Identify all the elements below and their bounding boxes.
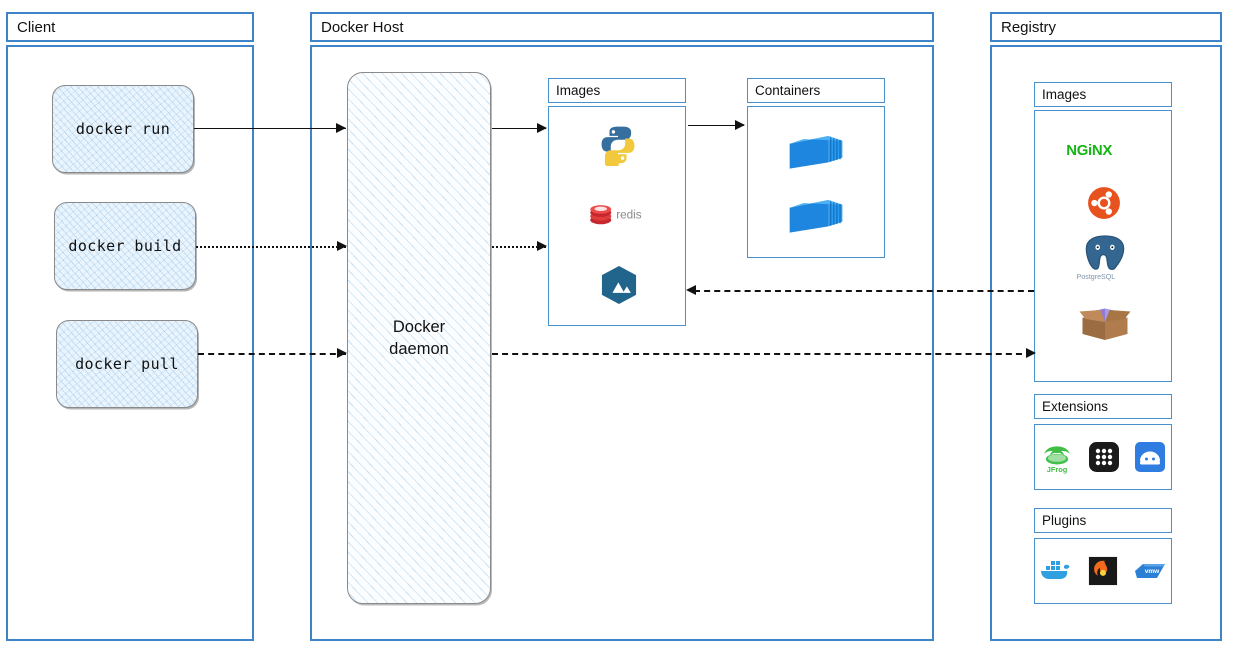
nginx-icon: NGiNX xyxy=(1066,142,1112,159)
command-label: docker build xyxy=(68,237,182,255)
registry-image-item[interactable] xyxy=(1074,296,1136,348)
registry-panel-title: Registry xyxy=(990,12,1222,42)
registry-image-item[interactable]: NGiNX xyxy=(1064,136,1144,164)
package-box-icon xyxy=(1079,308,1131,340)
grid-dots-icon[interactable] xyxy=(1088,441,1120,473)
host-image-item[interactable]: redis xyxy=(588,198,658,232)
svg-text:JFrog: JFrog xyxy=(1047,465,1068,474)
host-containers-label: Containers xyxy=(755,83,821,98)
host-images-label: Images xyxy=(556,83,601,98)
arrowhead-images-to-containers xyxy=(735,120,745,130)
arrowhead-registry-to-images xyxy=(686,285,696,295)
registry-plugins-label: Plugins xyxy=(1042,513,1087,528)
arrowhead-pull-to-registry xyxy=(1026,348,1036,358)
host-panel-label: Docker Host xyxy=(321,18,404,36)
host-panel-title: Docker Host xyxy=(310,12,934,42)
registry-image-item[interactable] xyxy=(1086,185,1122,221)
connector-daemon-to-images xyxy=(492,128,546,129)
arrowhead-daemon-to-images xyxy=(537,123,547,133)
svg-text:NGiNX: NGiNX xyxy=(1066,142,1112,159)
alpine-icon xyxy=(601,265,637,305)
connector-pull-daemon-to-registry xyxy=(492,353,1032,355)
svg-text:PostgreSQL: PostgreSQL xyxy=(1077,273,1116,281)
client-panel-label: Client xyxy=(17,18,56,36)
registry-panel-label: Registry xyxy=(1001,18,1057,36)
postgresql-wordmark: PostgreSQL xyxy=(1077,273,1116,281)
container-item[interactable] xyxy=(785,190,847,238)
connector-build-daemon-to-images xyxy=(492,246,546,248)
registry-images-label: Images xyxy=(1042,87,1087,102)
host-images-title: Images xyxy=(548,78,686,103)
disk-blue-icon[interactable] xyxy=(1134,441,1166,473)
ubuntu-icon xyxy=(1088,187,1120,219)
registry-plugins-title: Plugins xyxy=(1034,508,1172,533)
grafana-icon[interactable] xyxy=(1088,556,1118,586)
command-label: docker pull xyxy=(75,355,179,373)
registry-extensions-title: Extensions xyxy=(1034,394,1172,419)
connector-images-to-containers xyxy=(688,125,744,126)
host-containers-body xyxy=(747,106,885,258)
registry-extensions-row: JFrog xyxy=(1034,424,1172,490)
daemon-label-line1: Docker xyxy=(392,317,446,336)
registry-images-title: Images xyxy=(1034,82,1172,107)
svg-text:vmw: vmw xyxy=(1145,568,1160,575)
vmware-icon[interactable]: vmw xyxy=(1132,557,1168,585)
connector-registry-to-images xyxy=(694,290,1034,292)
arrowhead-pull-to-daemon xyxy=(337,348,347,358)
python-icon xyxy=(601,126,635,166)
host-containers-title: Containers xyxy=(747,78,885,103)
container-icon xyxy=(789,136,843,169)
command-box-docker-build[interactable]: docker build xyxy=(54,202,196,290)
daemon-label-line2: daemon xyxy=(389,340,449,358)
redis-icon: redis xyxy=(590,205,642,225)
connector-run-client-to-daemon xyxy=(194,128,346,129)
svg-text:redis: redis xyxy=(616,209,642,222)
connector-pull-client-to-daemon xyxy=(198,353,346,355)
command-box-docker-pull[interactable]: docker pull xyxy=(56,320,198,408)
host-images-body xyxy=(548,106,686,326)
host-image-item[interactable] xyxy=(597,262,641,308)
client-panel-title: Client xyxy=(6,12,254,42)
docker-whale-icon[interactable] xyxy=(1038,557,1074,585)
container-item[interactable] xyxy=(785,126,847,174)
arrowhead-build-daemon-to-images xyxy=(537,241,547,251)
container-icon xyxy=(789,200,843,233)
postgresql-icon xyxy=(1085,235,1125,271)
docker-daemon-box[interactable]: Docker daemon xyxy=(347,72,491,604)
registry-image-item[interactable]: PostgreSQL xyxy=(1074,234,1136,282)
arrowhead-build-to-daemon xyxy=(337,241,347,251)
jfrog-icon[interactable]: JFrog xyxy=(1040,440,1074,474)
registry-plugins-row: vmw xyxy=(1034,538,1172,604)
registry-extensions-label: Extensions xyxy=(1042,399,1109,414)
command-box-docker-run[interactable]: docker run xyxy=(52,85,194,173)
arrowhead-run-to-daemon xyxy=(336,123,346,133)
connector-build-client-to-daemon xyxy=(196,246,346,248)
host-image-item[interactable] xyxy=(595,122,641,168)
command-label: docker run xyxy=(75,120,171,138)
